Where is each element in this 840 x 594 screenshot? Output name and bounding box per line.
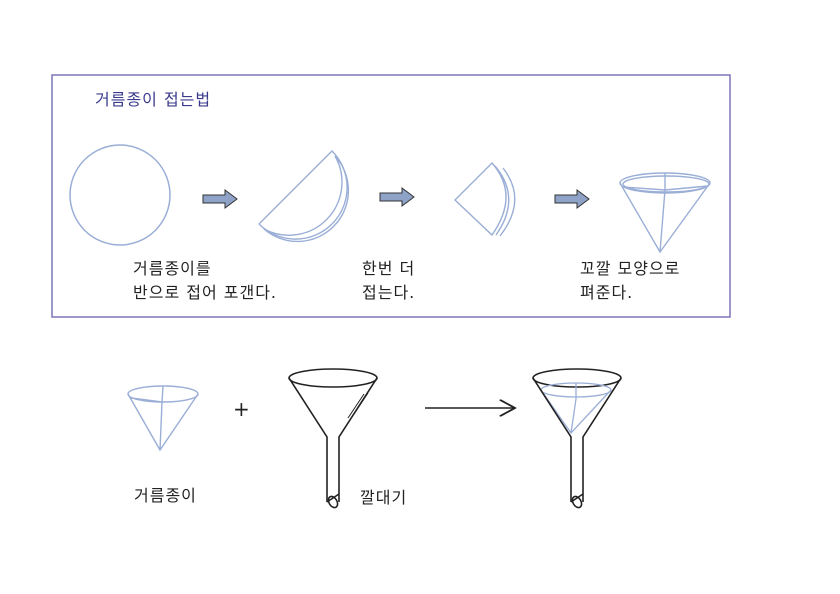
instructions-frame [51, 74, 731, 318]
plus-sign: + [233, 397, 250, 421]
quarter-folded-paper [453, 161, 516, 237]
step-2-caption-line-2: 접는다. [362, 283, 416, 302]
step-1-caption-line-1: 거름종이를 [133, 259, 212, 278]
cone-paper [619, 172, 711, 254]
filter-paper-circle [69, 144, 171, 246]
funnel [288, 368, 378, 509]
filter-paper-label: 거름종이 [134, 486, 197, 505]
funnel-with-filter-paper [532, 368, 622, 509]
filter-paper-cone [127, 385, 199, 452]
step-arrow-2 [379, 187, 415, 207]
half-folded-paper [258, 150, 350, 243]
step-1-caption-line-2: 반으로 접어 포갠다. [133, 283, 278, 302]
step-2-caption-line-1: 한번 더 [362, 259, 416, 278]
funnel-label: 깔대기 [360, 488, 408, 507]
step-arrow-1 [202, 189, 238, 209]
step-3-caption-line-2: 펴준다. [580, 283, 634, 302]
step-3-caption-line-1: 꼬깔 모양으로 [580, 259, 681, 278]
panel-title: 거름종이 접는법 [95, 90, 212, 109]
step-arrow-3 [554, 189, 590, 209]
